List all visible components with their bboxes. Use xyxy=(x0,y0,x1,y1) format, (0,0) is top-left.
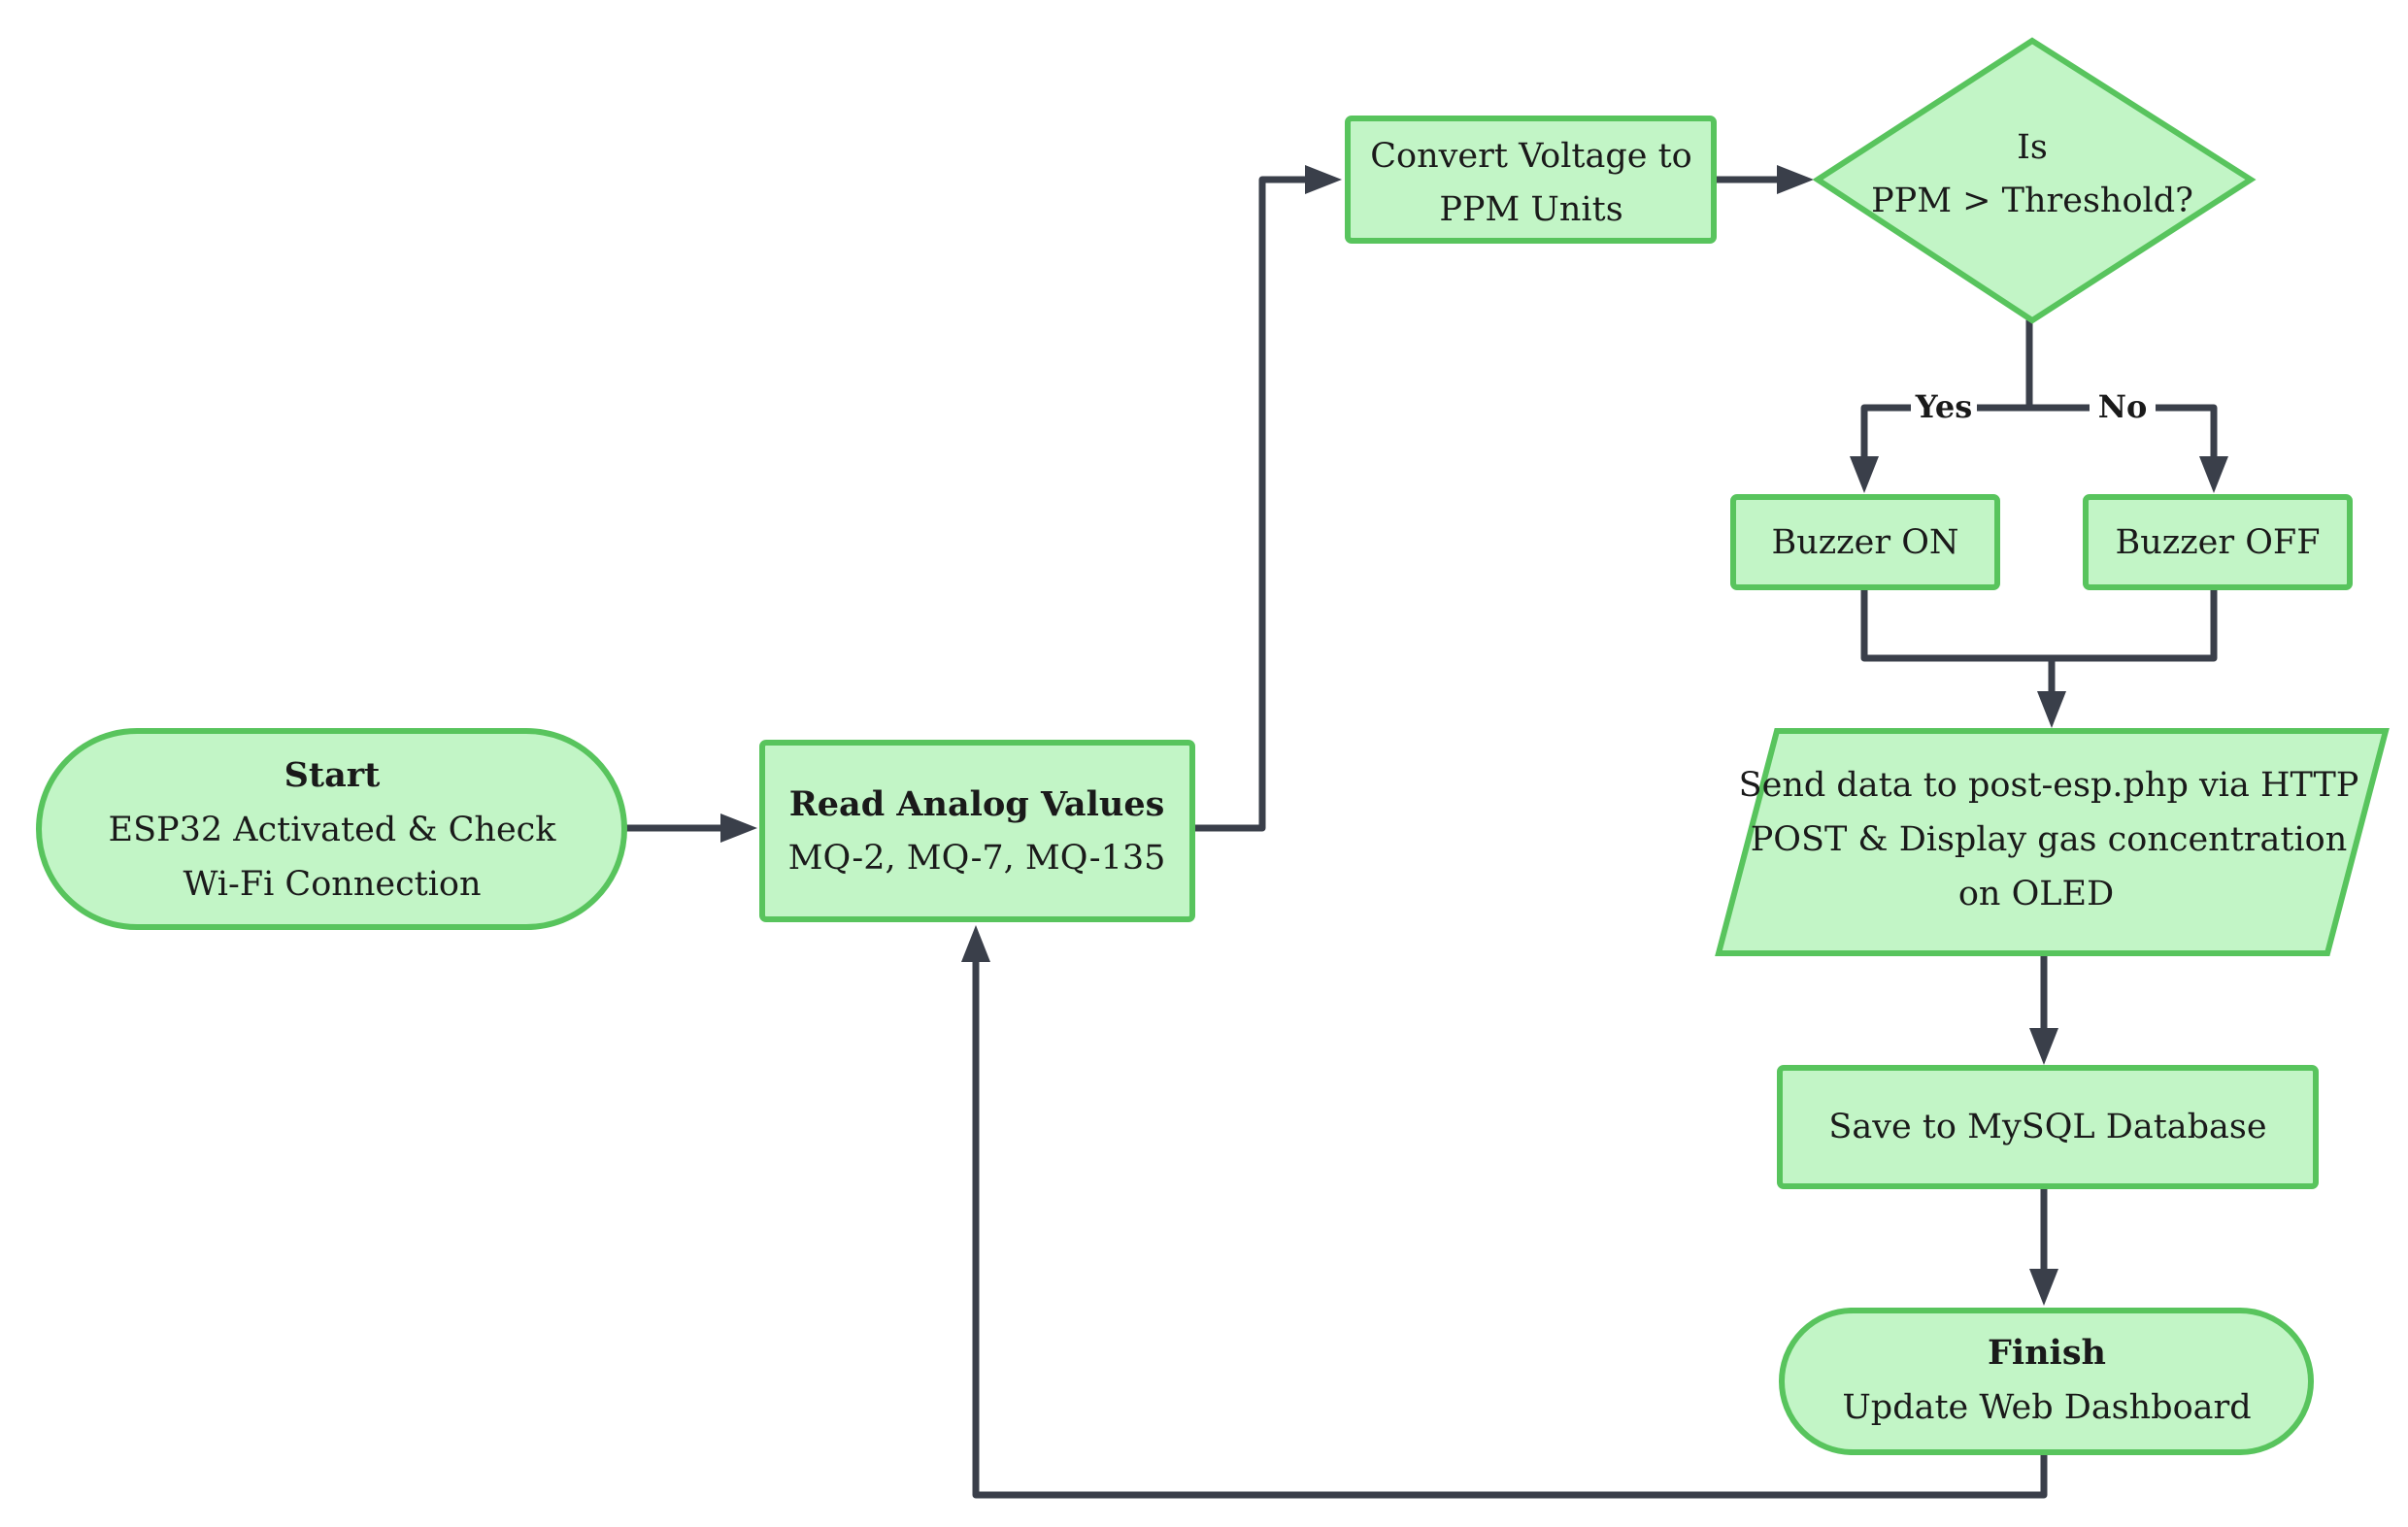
finish-terminator-shape xyxy=(1779,1308,2314,1455)
arrowhead-to-buzzer-on xyxy=(1850,456,1879,493)
start-terminator-shape xyxy=(36,728,627,930)
buzzer-on-label: Buzzer ON xyxy=(1771,523,1958,562)
start-title: Start xyxy=(284,755,381,795)
decision-diamond-shape xyxy=(1812,37,2257,324)
arrowhead-read-to-convert xyxy=(1305,165,1342,194)
edge-buzzers-merge xyxy=(1860,583,2218,662)
convert-voltage-box xyxy=(1345,116,1717,244)
send-line-3: on OLED xyxy=(1958,875,2114,913)
node-buzzer-off: Buzzer OFF xyxy=(2083,494,2353,590)
arrowhead-loop-to-read xyxy=(961,925,990,962)
arrowhead-to-save xyxy=(2029,1028,2058,1065)
arrowhead-start-to-read xyxy=(720,813,757,843)
node-read-analog: Read Analog Values MQ-2, MQ-7, MQ-135 xyxy=(759,740,1195,922)
edge-finish-to-read xyxy=(972,957,2048,1499)
edge-label-no: No xyxy=(2098,388,2148,425)
node-send-data: Send data to post-esp.php via HTTP POST … xyxy=(1715,728,2390,956)
save-database-box xyxy=(1777,1065,2319,1189)
node-start: Start ESP32 Activated & Check Wi-Fi Conn… xyxy=(36,728,627,930)
node-convert-voltage: Convert Voltage to PPM Units xyxy=(1345,116,1717,244)
arrowhead-convert-to-decision xyxy=(1777,165,1814,194)
start-line-1: ESP32 Activated & Check xyxy=(109,811,557,849)
no-label-bg xyxy=(2090,386,2156,427)
arrowhead-to-send xyxy=(2037,691,2066,728)
send-data-parallelogram-shape xyxy=(1715,728,2390,956)
decision-line-2: PPM > Threshold? xyxy=(1871,182,2193,220)
edge-label-yes: Yes xyxy=(1915,388,1972,425)
buzzer-off-box xyxy=(2083,494,2353,590)
yes-label-bg xyxy=(1911,386,1977,427)
read-analog-sensors: MQ-2, MQ-7, MQ-135 xyxy=(788,839,1166,878)
finish-title: Finish xyxy=(1988,1333,2106,1373)
save-database-label: Save to MySQL Database xyxy=(1828,1108,2266,1146)
send-line-2: POST & Display gas concentration xyxy=(1751,820,2348,859)
node-buzzer-on: Buzzer ON xyxy=(1730,494,2000,590)
start-line-2: Wi-Fi Connection xyxy=(183,865,481,904)
convert-line-1: Convert Voltage to xyxy=(1370,137,1691,176)
read-analog-box xyxy=(759,740,1195,922)
convert-line-2: PPM Units xyxy=(1439,190,1622,229)
read-analog-title: Read Analog Values xyxy=(789,784,1165,824)
node-save-database: Save to MySQL Database xyxy=(1777,1065,2319,1189)
finish-line-1: Update Web Dashboard xyxy=(1842,1388,2251,1427)
send-line-1: Send data to post-esp.php via HTTP xyxy=(1739,766,2359,805)
decision-line-1: Is xyxy=(2017,128,2048,167)
node-threshold-decision: Is PPM > Threshold? xyxy=(1812,37,2257,324)
buzzer-off-label: Buzzer OFF xyxy=(2116,523,2321,562)
arrowhead-to-finish xyxy=(2029,1269,2058,1306)
node-finish: Finish Update Web Dashboard xyxy=(1779,1308,2314,1455)
arrowhead-to-buzzer-off xyxy=(2199,456,2228,493)
buzzer-on-box xyxy=(1730,494,2000,590)
edge-read-to-convert xyxy=(1188,176,1310,832)
